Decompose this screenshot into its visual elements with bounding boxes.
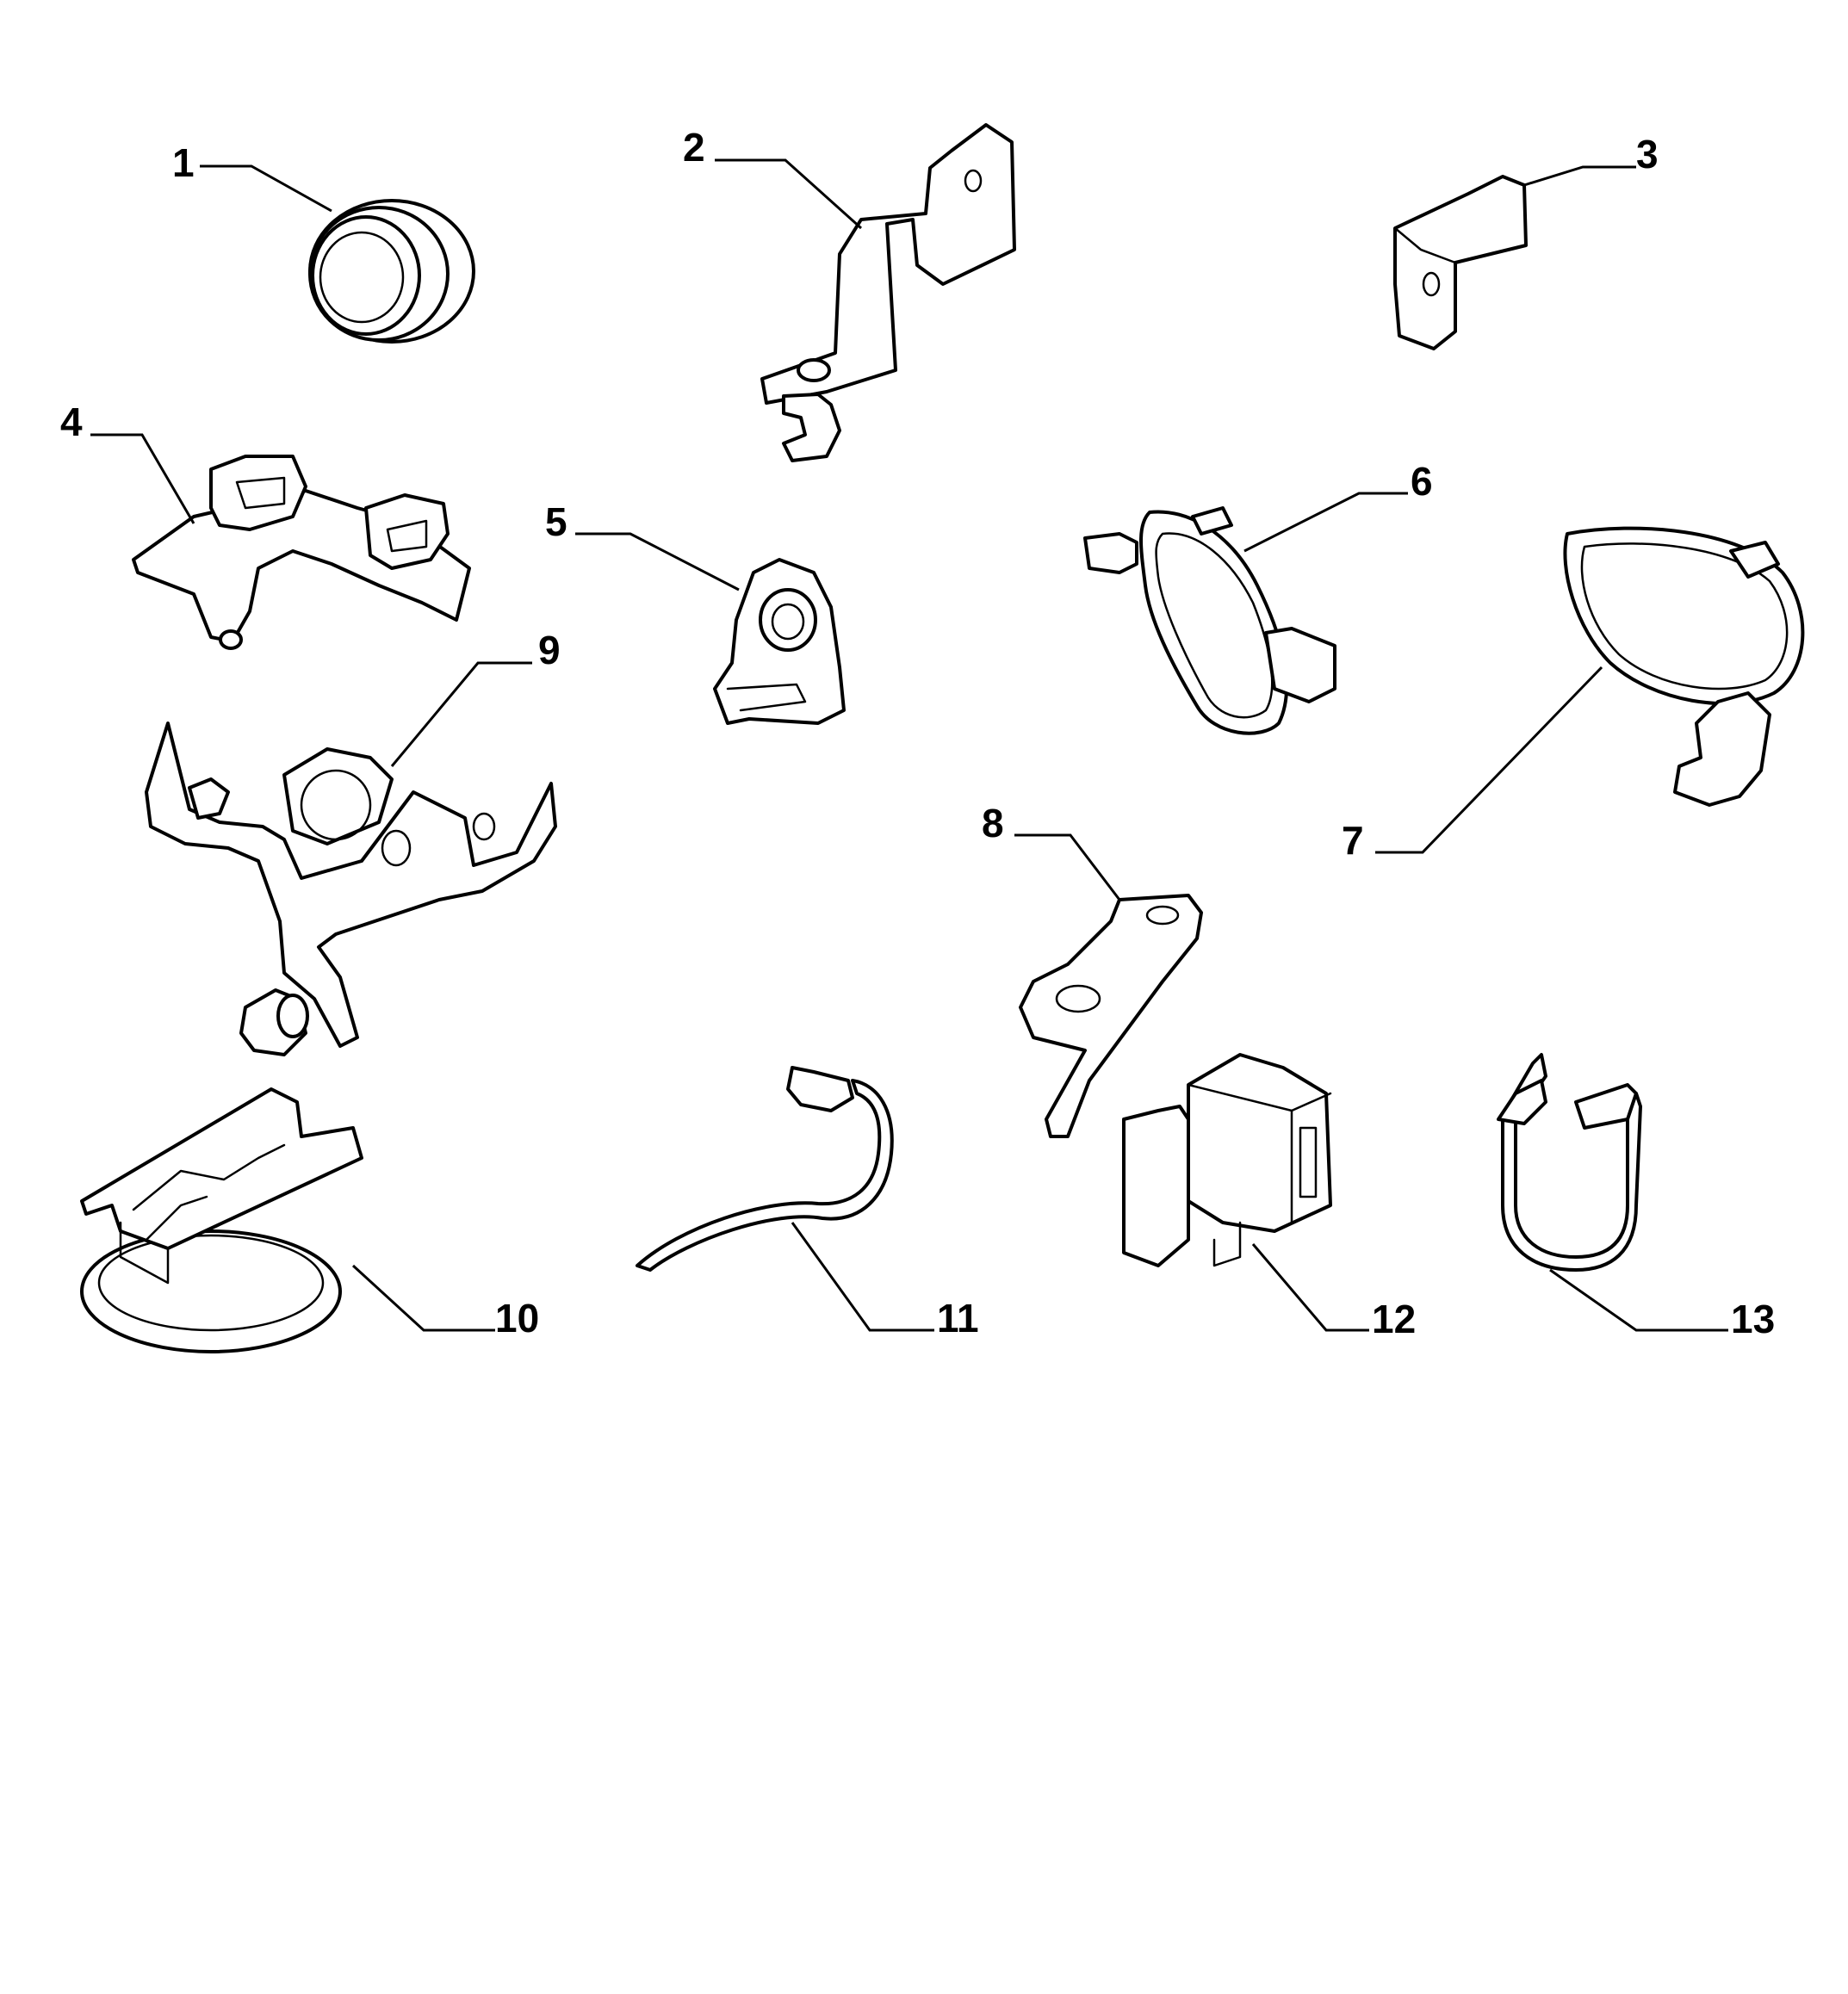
part-11-tie-strap (636, 1066, 894, 1272)
callout-1: 1 (172, 140, 195, 185)
leader-4 (90, 433, 195, 524)
leader-1 (200, 164, 332, 213)
part-4-clip-plate (132, 455, 471, 650)
callout-5: 5 (545, 499, 567, 544)
leader-7 (1375, 666, 1603, 854)
callout-7: 7 (1342, 818, 1364, 863)
part-8-flat-plate (1019, 894, 1203, 1138)
callout-12: 12 (1372, 1297, 1416, 1341)
callout-8: 8 (982, 801, 1004, 845)
callout-10: 10 (495, 1296, 539, 1341)
part-3-angle-bracket (1393, 175, 1528, 350)
part-1-grommet (308, 199, 475, 344)
leader-3 (1523, 165, 1636, 187)
part-5-hose-clip (713, 558, 846, 725)
part-12-connector-clip (1122, 1053, 1332, 1267)
callout-6: 6 (1411, 459, 1433, 504)
part-2-bracket (760, 123, 1016, 462)
leader-11 (791, 1222, 934, 1332)
callout-9: 9 (538, 628, 561, 672)
callout-13: 13 (1731, 1297, 1775, 1341)
part-13-u-clip (1497, 1053, 1642, 1272)
callout-2: 2 (683, 125, 705, 170)
leader-13 (1549, 1268, 1728, 1332)
leader-12 (1251, 1243, 1369, 1332)
callout-4: 4 (60, 399, 83, 444)
callout-11: 11 (937, 1296, 979, 1341)
leader-10 (351, 1264, 495, 1332)
leader-5 (575, 532, 740, 591)
leader-9 (390, 661, 532, 767)
leader-2 (715, 158, 863, 230)
part-10-oval-base-clip (80, 1087, 363, 1353)
leader-6 (1243, 492, 1408, 553)
leader-8 (1014, 833, 1121, 901)
part-7-strap-clip (1563, 526, 1805, 807)
part-6-cable-tie-stud (1083, 506, 1336, 735)
part-9-large-bracket (145, 721, 557, 1056)
callout-3: 3 (1636, 132, 1659, 176)
